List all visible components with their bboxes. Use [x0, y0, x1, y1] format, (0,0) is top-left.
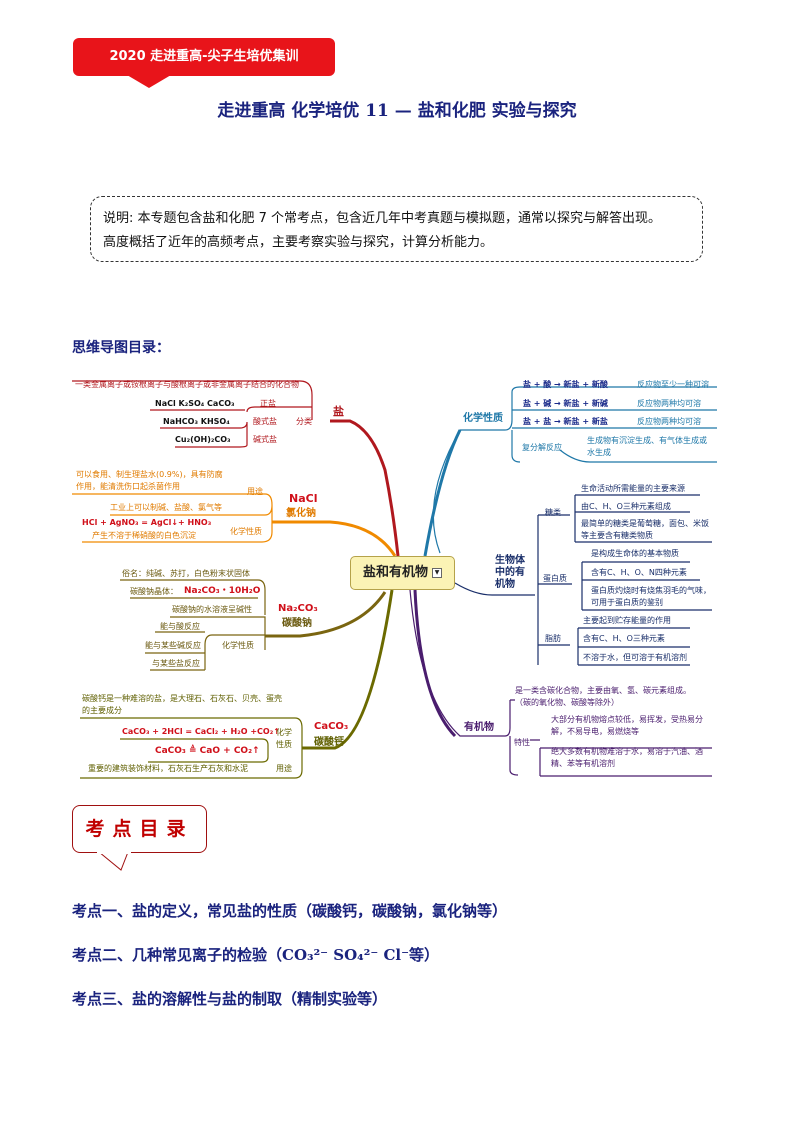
protein-item: 蛋白质灼烧时有烧焦羽毛的气味， [591, 586, 711, 595]
sugar-item: 等主要含有糖类物质 [581, 531, 653, 540]
basic-salt-examples: Cu₂(OH)₂CO₃ [175, 435, 231, 444]
sugar-item: 生命活动所需能量的主要来源 [581, 484, 685, 493]
toc-item-3[interactable]: 考点三、盐的溶解性与盐的制取（精制实验等） [72, 990, 388, 1008]
na2co3-chem-label: 化学性质 [222, 641, 254, 650]
fat-item: 不溶于水，但可溶于有机溶剂 [583, 653, 687, 662]
dropdown-icon[interactable]: ▼ [432, 567, 442, 578]
callout-tail-cover [97, 851, 131, 854]
nacl-node-name: 氯化钠 [286, 508, 316, 519]
nacl-node: NaCl [289, 492, 318, 505]
mindmap-heading: 思维导图目录： [72, 340, 170, 356]
na2co3-node-name: 碳酸钠 [282, 618, 312, 629]
caco3-node: CaCO₃ [314, 721, 349, 732]
caco3-equation-1: CaCO₃ + 2HCl = CaCl₂ + H₂O +CO₂↑ [122, 727, 280, 736]
organic-trait-label: 特性 [514, 738, 530, 747]
na2co3-node: Na₂CO₃ [278, 603, 318, 614]
classify-label: 分类 [296, 417, 312, 426]
protein-item: 是构成生命体的基本物质 [591, 549, 679, 558]
protein-item: 含有C、H、O、N四种元素 [591, 568, 687, 577]
normal-salt-label: 正盐 [260, 399, 276, 408]
page-title: 走进重高 化学培优 11 — 盐和化肥 实验与探究 [217, 101, 577, 121]
na2co3-react-salt: 与某些盐反应 [152, 659, 200, 668]
bio-label-2: 中的有 [495, 567, 525, 578]
nacl-use-text-1: 可以食用、制生理盐水(0.9%)，具有防腐 [76, 470, 223, 479]
double-decomposition-label: 复分解反应 [522, 443, 562, 452]
banner-tail [127, 75, 171, 88]
bio-organic-node: 生物体 中的有 机物 [495, 555, 525, 591]
callout-tail [98, 851, 129, 871]
reaction-salt-acid-note: 反应物至少一种可溶 [637, 380, 709, 389]
chem-properties-node: 化学性质 [463, 413, 503, 424]
protein-item: 可用于蛋白质的鉴别 [591, 598, 663, 607]
reaction-salt-base: 盐 + 碱 → 新盐 + 新碱 [523, 399, 608, 408]
series-banner: 2020 走进重高-尖子生培优集训 [73, 38, 335, 76]
description-box: 说明: 本专题包含盐和化肥 7 个常考点，包含近几年中考真题与模拟题，通常以探究… [90, 196, 703, 262]
fat-label: 脂肪 [545, 634, 561, 643]
na2co3-alias: 俗名：纯碱、苏打，白色粉末状固体 [122, 569, 250, 578]
na2co3-react-acid: 能与酸反应 [160, 622, 200, 631]
double-decomposition-text-1: 生成物有沉淀生成、有气体生成或 [587, 436, 707, 445]
nacl-precipitate: 产生不溶于稀硝酸的白色沉淀 [92, 531, 196, 540]
sugar-label: 糖类 [545, 508, 561, 517]
reaction-salt-acid: 盐 + 酸 → 新盐 + 新酸 [523, 380, 608, 389]
caco3-chem-label-1: 化学 [276, 728, 292, 737]
normal-salt-examples: NaCl K₂SO₄ CaCO₃ [155, 399, 235, 408]
organic-trait-2a: 绝大多数有机物难溶于水，易溶于汽油、酒 [551, 747, 703, 756]
acid-salt-label: 酸式盐 [253, 417, 277, 426]
fat-item: 主要起到贮存能量的作用 [583, 616, 671, 625]
organic-node: 有机物 [464, 722, 494, 733]
toc-item-2[interactable]: 考点二、几种常见离子的检验（CO₃²⁻ SO₄²⁻ Cl⁻等） [72, 946, 440, 964]
description-line-1: 说明: 本专题包含盐和化肥 7 个常考点，包含近几年中考真题与模拟题，通常以探究… [103, 211, 662, 226]
nacl-use-text-2: 作用，能清洗伤口起杀菌作用 [76, 482, 180, 491]
nacl-chem-label: 化学性质 [230, 527, 262, 536]
fat-item: 含有C、H、O三种元素 [583, 634, 665, 643]
organic-definition-2: （碳的氧化物、碳酸等除外） [515, 698, 619, 707]
nacl-industry: 工业上可以制碱、盐酸、氯气等 [110, 503, 222, 512]
organic-trait-1b: 解，不易导电，易燃烧等 [551, 727, 639, 736]
organic-trait-1a: 大部分有机物熔点较低，易挥发，受热易分 [551, 715, 703, 724]
nacl-equation: HCl + AgNO₃ = AgCl↓+ HNO₃ [82, 518, 212, 527]
double-decomposition-text-2: 水生成 [587, 448, 611, 457]
acid-salt-examples: NaHCO₃ KHSO₄ [163, 417, 230, 426]
bio-label-3: 机物 [495, 579, 515, 590]
salt-node: 盐 [333, 405, 344, 418]
description-line-2: 高度概括了近年的高频考点，主要考察实验与探究，计算分析能力。 [103, 235, 494, 250]
na2co3-crystal: Na₂CO₃・10H₂O [184, 586, 261, 596]
center-label: 盐和有机物 [362, 565, 428, 580]
organic-trait-2b: 精、苯等有机溶剂 [551, 759, 615, 768]
caco3-use-text: 重要的建筑装饰材料，石灰石生产石灰和水泥 [88, 764, 248, 773]
basic-salt-label: 碱式盐 [253, 435, 277, 444]
toc-item-1[interactable]: 考点一、盐的定义，常见盐的性质（碳酸钙，碳酸钠，氯化钠等） [72, 902, 508, 920]
caco3-desc-2: 的主要成分 [82, 706, 122, 715]
nacl-use-label: 用途 [247, 487, 263, 496]
na2co3-crystal-label: 碳酸钠晶体： [130, 587, 178, 596]
na2co3-react-base: 能与某些碱反应 [145, 641, 201, 650]
na2co3-alkaline: 碳酸钠的水溶液呈碱性 [172, 605, 252, 614]
protein-label: 蛋白质 [543, 574, 567, 583]
sugar-item: 最简单的糖类是葡萄糖，面包、米饭 [581, 519, 709, 528]
caco3-desc-1: 碳酸钙是一种难溶的盐，是大理石、石灰石、贝壳、蛋壳 [82, 694, 282, 703]
organic-definition-1: 是一类含碳化合物，主要由氧、氢、碳元素组成。 [515, 686, 691, 695]
reaction-salt-base-note: 反应物两种均可溶 [637, 399, 701, 408]
caco3-use-label: 用途 [276, 764, 292, 773]
caco3-equation-2: CaCO₃ ≜ CaO + CO₂↑ [155, 746, 260, 756]
bio-label-1: 生物体 [495, 555, 525, 566]
reaction-salt-salt-note: 反应物两种均可溶 [637, 417, 701, 426]
sugar-item: 由C、H、O三种元素组成 [581, 502, 671, 511]
salt-definition: 一类金属离子或铵根离子与酸根离子或非金属离子结合的化合物 [75, 380, 299, 389]
caco3-chem-label-2: 性质 [276, 740, 292, 749]
exam-points-callout: 考点目录 [72, 805, 207, 853]
reaction-salt-salt: 盐 + 盐 → 新盐 + 新盐 [523, 417, 608, 426]
mindmap-center-node[interactable]: 盐和有机物 ▼ [350, 556, 455, 590]
caco3-node-name: 碳酸钙 [314, 737, 344, 748]
